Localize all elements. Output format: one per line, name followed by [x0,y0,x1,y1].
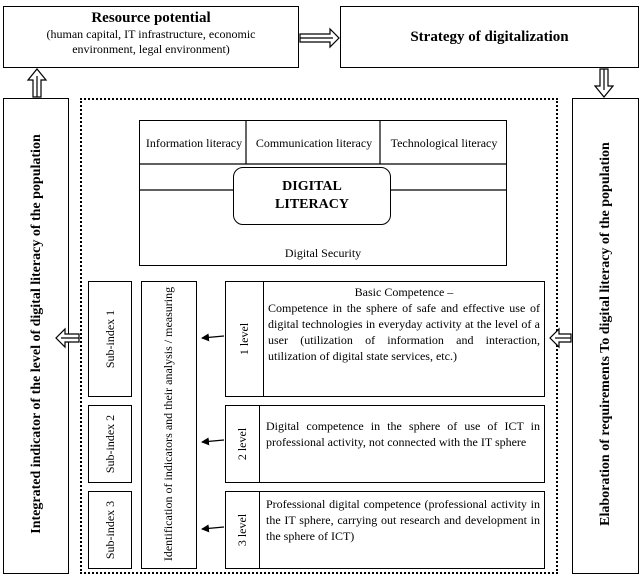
identification-label: Identification of indicators and their a… [160,286,175,562]
level-1-content: Basic Competence – Competence in the sph… [268,285,540,364]
level-2-tab: 2 level [225,405,260,483]
level-1-label: 1 level [236,322,251,356]
communication-literacy: Communication literacy [255,135,373,150]
identification-box: Identification of indicators and their a… [141,281,197,569]
subindex-2-box: Sub-index 2 [88,405,132,483]
level-1-box [225,281,545,397]
literacy-block [139,120,507,266]
subindex-3-box: Sub-index 3 [88,491,132,569]
integrated-indicator-label: Integrated indicator of the level of dig… [28,134,44,534]
level-1-text: Competence in the sphere of safe and eff… [268,301,540,363]
level-3-tab: 3 level [225,491,260,569]
hollow-arrow-down-icon [593,68,615,98]
level-3-label: 3 level [234,513,249,547]
subindex-1-box: Sub-index 1 [88,281,132,397]
level-2-label: 2 level [234,427,249,461]
resource-potential-subtitle: (human capital, IT infrastructure, econo… [46,27,256,56]
level-3-text: Professional digital competence (profess… [266,497,540,543]
hollow-arrow-up-icon [26,68,48,98]
level-2-text: Digital competence in the sphere of use … [266,419,540,449]
information-literacy: Information literacy [145,135,243,150]
digital-literacy-center: DIGITAL LITERACY [233,167,391,225]
digital-security: Digital Security [284,245,362,260]
subindex-3-label: Sub-index 3 [102,500,117,560]
resource-potential-title: Resource potential [91,10,211,26]
level-1-tab: 1 level [225,281,264,397]
elaboration-box: Elaboration of requirements To digital l… [572,98,639,574]
level-3-box [225,491,545,569]
elaboration-label: Elaboration of requirements To digital l… [597,142,613,526]
strategy-box: Strategy of digitalization [340,6,639,68]
level-2-box [225,405,545,483]
subindex-1-label: Sub-index 1 [102,309,117,369]
integrated-indicator-box: Integrated indicator of the level of dig… [3,98,69,574]
subindex-2-label: Sub-index 2 [102,414,117,474]
technological-literacy: Technological literacy [390,135,498,150]
hollow-arrow-right-icon [299,27,340,49]
strategy-title: Strategy of digitalization [410,28,569,45]
level-1-title: Basic Competence – [354,285,454,299]
resource-potential-box: Resource potential (human capital, IT in… [3,6,299,68]
